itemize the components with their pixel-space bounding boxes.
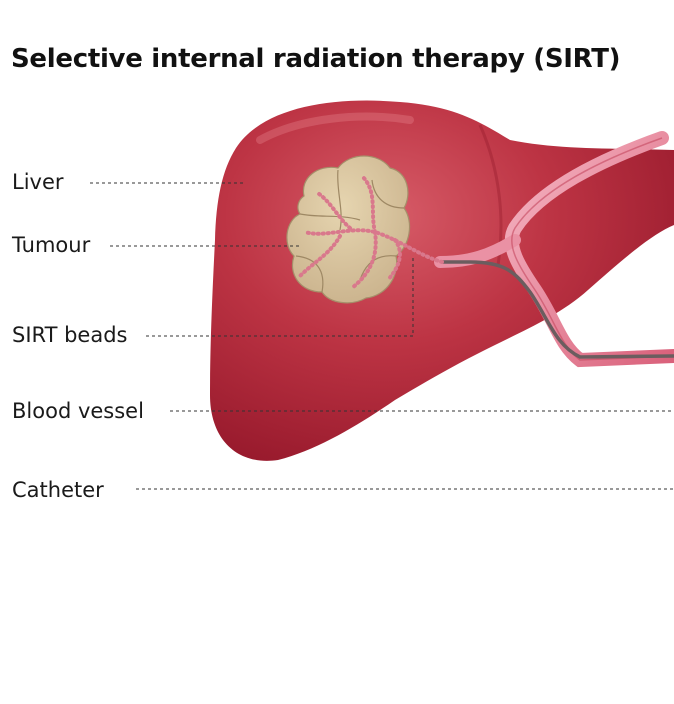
sirt-beads: [298, 174, 444, 290]
label-tumour: Tumour: [12, 233, 91, 257]
liver-highlight: [256, 112, 414, 144]
label-blood-vessel: Blood vessel: [12, 399, 144, 423]
leader-line-beads: [146, 256, 414, 337]
diagram-title: Selective internal radiation therapy (SI…: [11, 44, 621, 74]
label-catheter: Catheter: [12, 478, 104, 502]
catheter-tube: [440, 260, 674, 359]
leader-lines: [90, 182, 674, 490]
label-liver: Liver: [12, 170, 64, 194]
blood-vessel-outline: [511, 137, 674, 361]
label-sirt-beads: SIRT beads: [12, 323, 128, 347]
